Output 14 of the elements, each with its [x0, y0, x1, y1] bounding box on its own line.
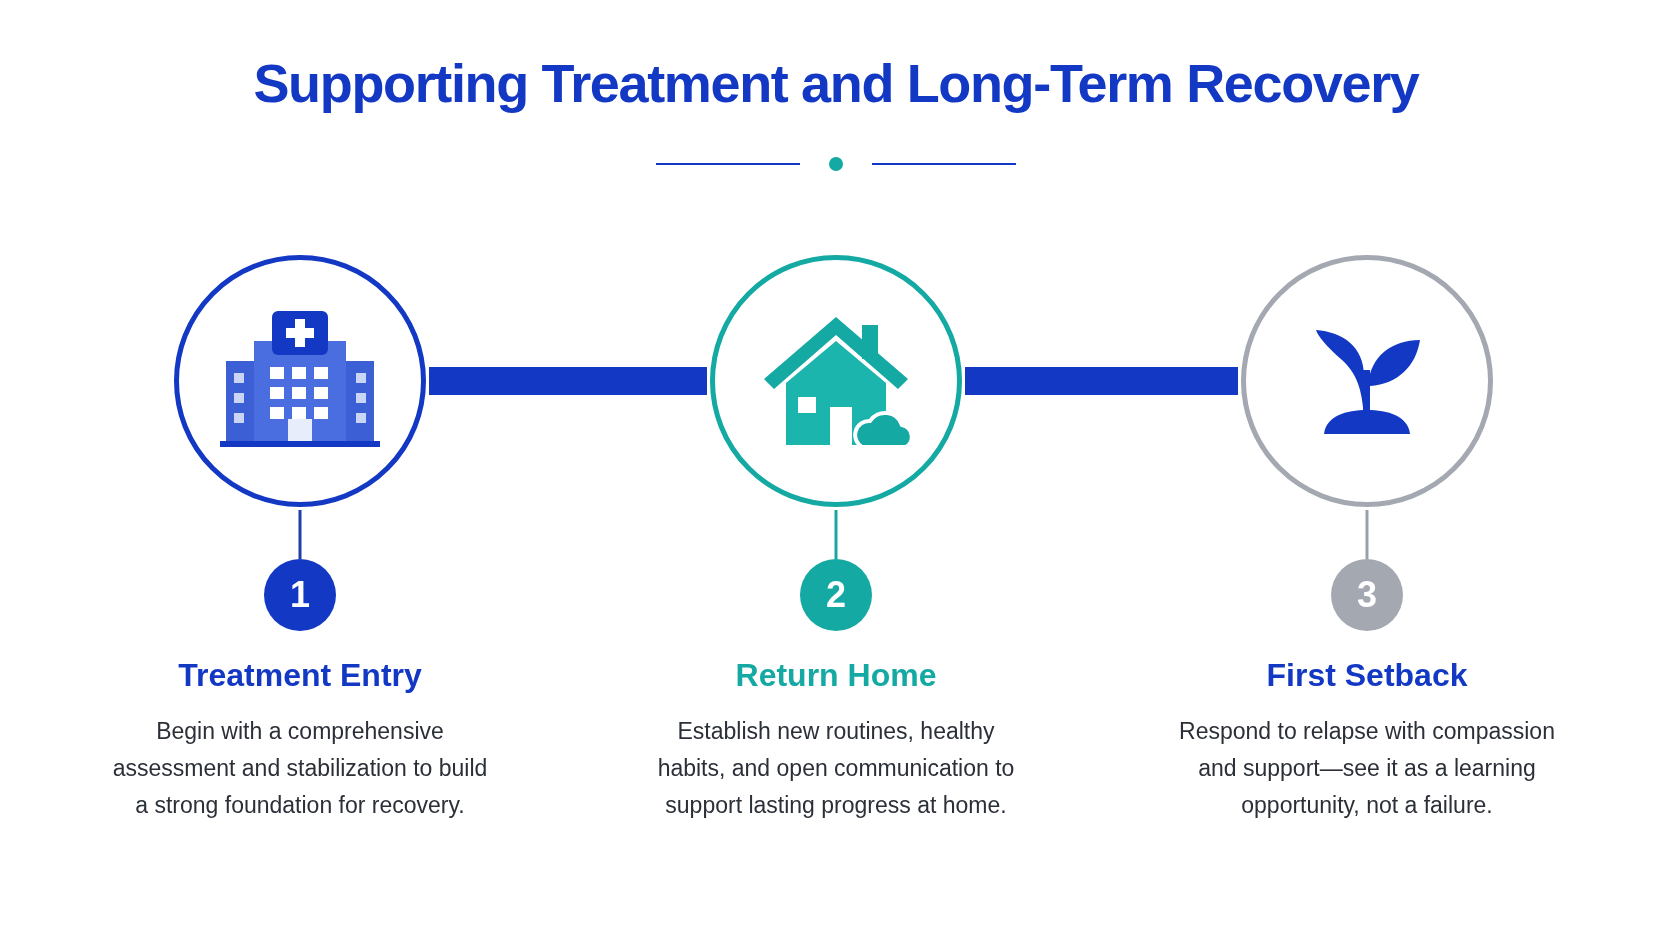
step-description: Begin with a comprehensive assessment and stabilization to build a strong foundation for recovery.	[111, 717, 489, 820]
step-description: Respond to relapse with compassion and support—see it as a learning opportunity, not a failure.	[1178, 717, 1556, 820]
step-heading: Treatment Entry	[178, 656, 422, 695]
step-heading: First Setback	[1266, 656, 1468, 695]
connector-bar	[965, 367, 1238, 395]
step-number-badge: 3	[1331, 559, 1403, 631]
connector-line	[298, 510, 302, 559]
connector-line	[1365, 510, 1369, 559]
connector-bar	[429, 367, 707, 395]
step-number-badge: 2	[800, 559, 872, 631]
step-description: Establish new routines, healthy habits, and open communication to support lasting progress at home.	[656, 717, 1016, 820]
step-heading: Return Home	[735, 656, 937, 695]
step-number-badge: 1	[264, 559, 336, 631]
connector-line	[834, 510, 838, 559]
